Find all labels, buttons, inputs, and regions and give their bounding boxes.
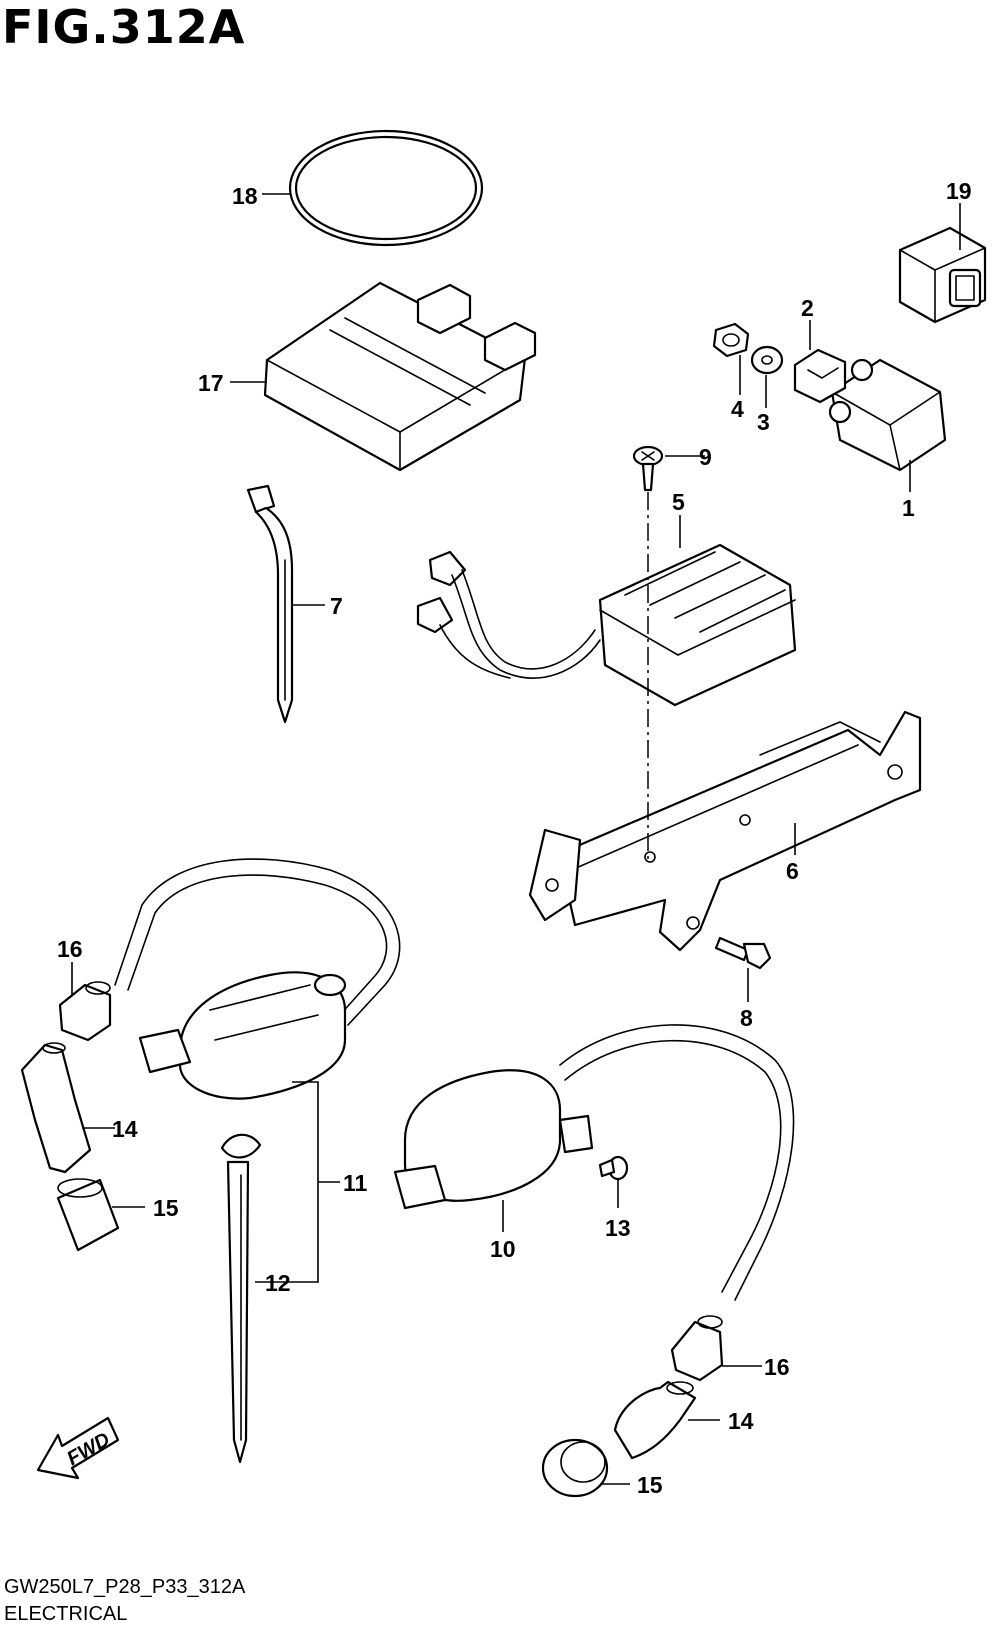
part-9-screw[interactable] bbox=[632, 445, 664, 492]
part-18-o-ring[interactable] bbox=[288, 129, 484, 247]
part-1-starter-relay[interactable] bbox=[828, 358, 947, 472]
figure-code: GW250L7_P28_P33_312A bbox=[4, 1576, 246, 1598]
callout-12: 12 bbox=[265, 1270, 291, 1296]
part-11-ignition-coil[interactable] bbox=[114, 858, 401, 1100]
callout-15-upper: 15 bbox=[153, 1195, 179, 1221]
callout-16-lower: 16 bbox=[764, 1354, 790, 1380]
part-8-bolt[interactable] bbox=[714, 936, 772, 970]
part-15-cap-boot-lower[interactable] bbox=[541, 1438, 609, 1498]
callout-14-upper: 14 bbox=[112, 1116, 138, 1142]
callout-19: 19 bbox=[946, 178, 972, 204]
callout-8: 8 bbox=[740, 1005, 753, 1031]
callout-4: 4 bbox=[731, 396, 744, 422]
callout-10: 10 bbox=[490, 1236, 516, 1262]
part-16-plug-cap-upper[interactable] bbox=[58, 981, 112, 1042]
callout-9: 9 bbox=[699, 444, 712, 470]
part-14-plug-cap-lower[interactable] bbox=[613, 1380, 697, 1460]
figure-title: FIG.312A bbox=[2, 0, 246, 54]
part-5-regulator-rectifier[interactable] bbox=[416, 543, 797, 707]
callout-16-upper: 16 bbox=[57, 936, 83, 962]
callout-6: 6 bbox=[786, 858, 799, 884]
callout-3: 3 bbox=[757, 409, 770, 435]
callouts: 18 19 2 17 4 3 9 1 5 7 6 16 8 14 11 15 1… bbox=[57, 178, 972, 1498]
part-16-plug-cap-lower[interactable] bbox=[670, 1315, 724, 1382]
callout-2: 2 bbox=[801, 295, 814, 321]
callout-5: 5 bbox=[672, 489, 685, 515]
fwd-arrow-icon: FWD bbox=[36, 1416, 120, 1480]
part-19-connector[interactable] bbox=[898, 226, 987, 324]
part-15-cap-boot-upper[interactable] bbox=[56, 1178, 120, 1252]
callout-11: 11 bbox=[343, 1170, 368, 1196]
part-7-cable-tie[interactable] bbox=[246, 484, 294, 724]
part-14-plug-cap-upper[interactable] bbox=[20, 1042, 92, 1174]
part-10-ignition-coil[interactable] bbox=[393, 1024, 795, 1301]
part-17-ecm-unit[interactable] bbox=[263, 281, 537, 472]
callout-17: 17 bbox=[198, 370, 224, 396]
part-2-relay-cap[interactable] bbox=[793, 348, 847, 404]
part-4-nut[interactable] bbox=[712, 322, 750, 358]
callout-1: 1 bbox=[902, 495, 915, 521]
leader-lines bbox=[71, 193, 961, 1485]
part-12-clamp-tie[interactable] bbox=[220, 1133, 262, 1464]
part-13-screw[interactable] bbox=[598, 1155, 629, 1181]
part-6-bracket[interactable] bbox=[528, 710, 922, 952]
callout-18: 18 bbox=[232, 183, 258, 209]
callout-14-lower: 14 bbox=[728, 1408, 754, 1434]
callout-7: 7 bbox=[330, 593, 343, 619]
figure-name: ELECTRICAL bbox=[4, 1603, 128, 1625]
callout-13: 13 bbox=[605, 1215, 631, 1241]
part-3-washer[interactable] bbox=[750, 345, 784, 375]
callout-15-lower: 15 bbox=[637, 1472, 663, 1498]
